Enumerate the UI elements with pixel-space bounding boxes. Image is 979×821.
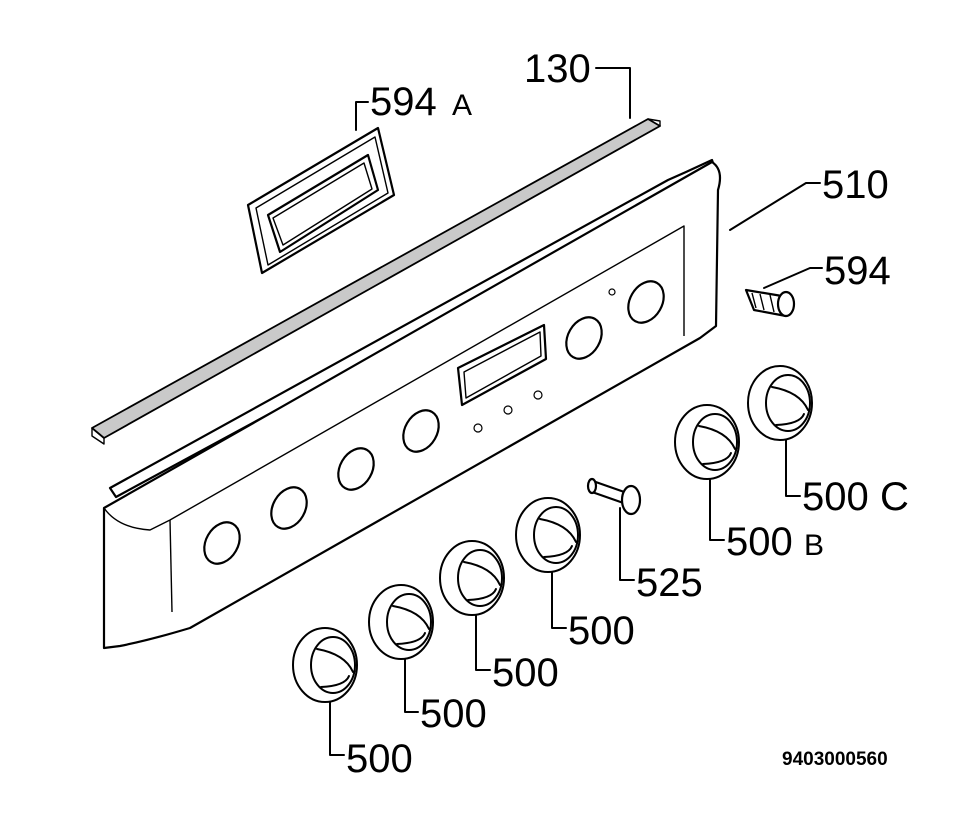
callout-510: 510 <box>822 163 889 207</box>
callout-500-3: 500 <box>492 651 559 695</box>
callout-594: 594 <box>824 249 891 293</box>
callout-594a-suffix: A <box>452 89 472 122</box>
knob-500-3 <box>439 540 505 616</box>
indicator-lamp-part <box>744 288 796 318</box>
callout-500-1: 500 <box>346 737 413 781</box>
trim-strip-part <box>91 118 661 445</box>
gasket-frame-part <box>246 126 396 275</box>
knob-500b <box>674 404 740 480</box>
push-button-part <box>586 477 642 516</box>
drawing-number: 9403000560 <box>782 749 888 770</box>
callout-500b-number: 500 <box>726 520 793 564</box>
callout-525: 525 <box>636 561 703 605</box>
knob-500-1 <box>292 627 358 703</box>
knob-500c <box>747 365 813 441</box>
control-panel-part <box>102 158 722 650</box>
knob-500-2 <box>368 584 434 660</box>
callout-500c-suffix: C <box>880 475 909 519</box>
callout-500b-suffix: B <box>804 529 824 562</box>
callout-130: 130 <box>524 47 591 91</box>
leader-lines <box>329 67 823 756</box>
callout-500-4: 500 <box>568 609 635 653</box>
knob-500-4 <box>515 497 581 573</box>
callout-500-2: 500 <box>420 692 487 736</box>
callout-500c-number: 500 <box>802 475 869 519</box>
callout-594a-number: 594 <box>370 80 437 124</box>
